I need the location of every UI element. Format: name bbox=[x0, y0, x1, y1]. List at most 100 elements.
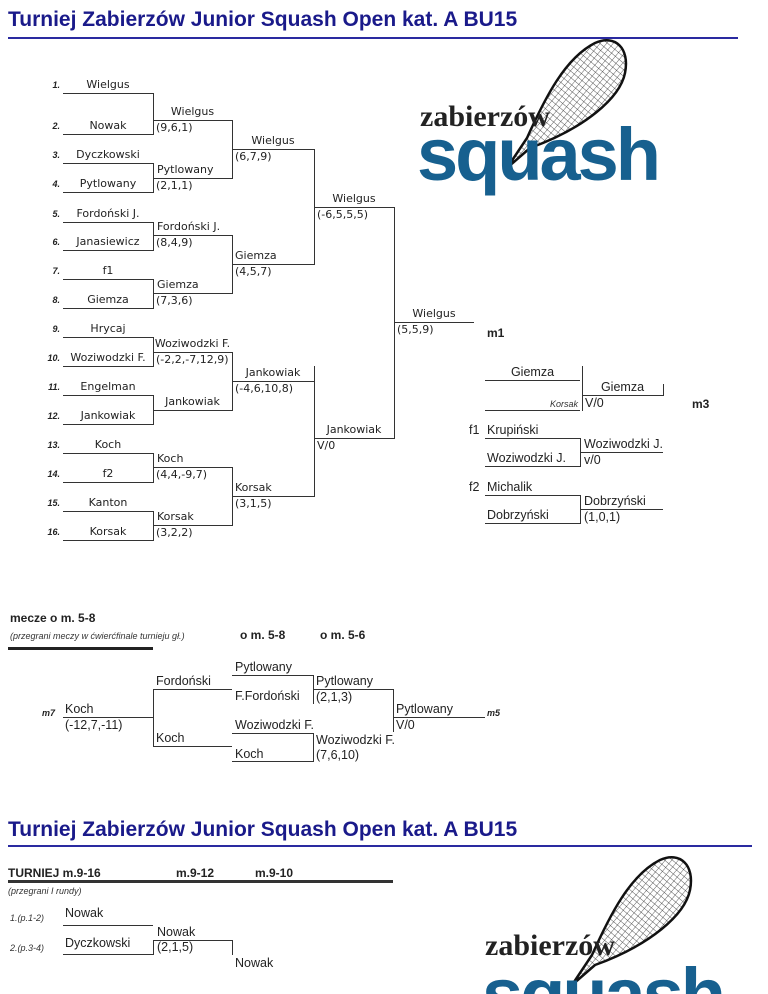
bracket-line bbox=[153, 352, 232, 354]
bracket-line bbox=[393, 689, 395, 732]
round3-score: (4,5,7) bbox=[235, 265, 272, 278]
champion-name: Wielgus bbox=[412, 307, 456, 320]
seed-player-name: Giemza bbox=[87, 293, 129, 306]
seed-number: 4. bbox=[52, 179, 60, 189]
third-place-top-name: Giemza bbox=[510, 365, 555, 379]
bracket-line bbox=[63, 222, 153, 224]
bracket-line bbox=[153, 222, 155, 251]
bracket-line bbox=[8, 647, 153, 650]
f2-label: f2 bbox=[469, 480, 480, 494]
bracket-line bbox=[63, 134, 153, 136]
seed-number: 10. bbox=[47, 353, 60, 363]
seed-number: 12. bbox=[47, 411, 60, 421]
section2-next: Nowak bbox=[235, 956, 274, 970]
section2-title: Turniej Zabierzów Junior Squash Open kat… bbox=[8, 818, 518, 841]
round2-score: (8,4,9) bbox=[156, 236, 193, 249]
places58-r2-name: Pytlowany bbox=[235, 660, 292, 674]
m7-label: m7 bbox=[42, 708, 56, 718]
seed-number: 15. bbox=[47, 498, 60, 508]
seed-number: 3. bbox=[52, 150, 60, 160]
bracket-line bbox=[153, 940, 232, 942]
places58-r2-name: Koch bbox=[235, 747, 264, 761]
logo-top-text: zabierzów bbox=[420, 100, 550, 133]
places58-col2: o m. 5-6 bbox=[320, 628, 366, 642]
semifinal-winner-name: Jankowiak bbox=[326, 423, 382, 436]
bracket-line bbox=[63, 717, 153, 719]
zabierzow-squash-logo: zabierzów squash bbox=[417, 39, 661, 196]
seed-player-name: f2 bbox=[102, 467, 114, 480]
seed-player-name: Engelman bbox=[80, 380, 136, 393]
places58-heading: mecze o m. 5-8 bbox=[10, 611, 96, 625]
final-score: (5,5,9) bbox=[397, 323, 434, 336]
bracket-line bbox=[232, 675, 313, 677]
round2-winner-name: Fordoński J. bbox=[157, 220, 221, 233]
section2-player: Nowak bbox=[65, 906, 104, 920]
f1-winner: Woziwodzki J. bbox=[584, 437, 663, 451]
seed-player-name: Kanton bbox=[88, 496, 128, 509]
bracket-line bbox=[485, 438, 580, 440]
bracket-line bbox=[153, 746, 232, 748]
bracket-line bbox=[580, 452, 663, 454]
bracket-line bbox=[580, 509, 663, 511]
section2-player: Dyczkowski bbox=[65, 936, 131, 950]
places58-subtitle: (przegrani meczy w ćwierćfinale turnieju… bbox=[10, 631, 185, 641]
place-label-m5: m5 bbox=[487, 708, 501, 718]
seed-player-name: f1 bbox=[102, 264, 114, 277]
bracket-line bbox=[314, 366, 316, 497]
bracket-line bbox=[313, 689, 393, 691]
bracket-line bbox=[485, 380, 580, 382]
section2-subtitle: (przegrani I rundy) bbox=[8, 886, 82, 896]
bracket-line bbox=[153, 120, 232, 122]
bracket-line bbox=[313, 733, 315, 762]
section2-col0: TURNIEJ m.9-16 bbox=[8, 866, 101, 880]
places58-r2-name: F.Fordoński bbox=[235, 689, 300, 703]
bracket-line bbox=[63, 482, 153, 484]
seed-player-name: Jankowiak bbox=[80, 409, 136, 422]
bracket-line bbox=[63, 424, 153, 426]
bracket-line bbox=[485, 523, 580, 525]
m5-score: V/0 bbox=[396, 718, 415, 732]
section2-col2: m.9-10 bbox=[255, 866, 294, 880]
bracket-line bbox=[232, 381, 314, 383]
bracket-line bbox=[63, 337, 153, 339]
bracket-line bbox=[153, 940, 155, 955]
m7-name: Koch bbox=[65, 702, 94, 716]
places58-semi-name: Koch bbox=[156, 731, 185, 745]
round3-winner-name: Korsak bbox=[235, 481, 272, 494]
racket-icon bbox=[570, 856, 693, 986]
place-label-m3: m3 bbox=[692, 397, 710, 411]
bracket-line bbox=[394, 322, 474, 324]
bracket-line bbox=[153, 689, 232, 691]
bracket-line bbox=[153, 467, 232, 469]
seed-player-name: Pytlowany bbox=[79, 177, 137, 190]
semifinal-score: (-6,5,5,5) bbox=[317, 208, 369, 221]
bracket-line bbox=[63, 279, 153, 281]
bracket-line bbox=[63, 192, 153, 194]
round2-score: (2,1,1) bbox=[156, 179, 193, 192]
f1-player-b: Woziwodzki J. bbox=[487, 451, 566, 465]
section2-score: (2,1,5) bbox=[157, 940, 194, 954]
bracket-line bbox=[153, 93, 155, 135]
places58-semi-name: Fordoński bbox=[156, 674, 211, 688]
bracket-line bbox=[485, 495, 580, 497]
section2-seed-label: 1.(p.1-2) bbox=[10, 913, 45, 923]
bracket-line bbox=[63, 93, 153, 95]
bracket-line bbox=[485, 466, 580, 468]
seed-number: 6. bbox=[52, 237, 60, 247]
round2-winner-name: Pytlowany bbox=[157, 163, 214, 176]
seed-number: 7. bbox=[52, 266, 60, 276]
bracket-line bbox=[153, 689, 155, 747]
seed-player-name: Woziwodzki F. bbox=[70, 351, 146, 364]
round2-score: (-2,2,-7,12,9) bbox=[156, 353, 229, 366]
bracket-line bbox=[153, 410, 232, 412]
bracket-line bbox=[663, 384, 665, 396]
racket-icon bbox=[505, 39, 628, 169]
seed-number: 5. bbox=[52, 209, 60, 219]
f1-score: v/0 bbox=[584, 453, 601, 467]
bracket-line bbox=[8, 845, 752, 847]
bracket-line bbox=[232, 761, 313, 763]
bracket-line bbox=[63, 395, 153, 397]
third-place-bottom-name: Korsak bbox=[549, 399, 578, 409]
bracket-line bbox=[63, 366, 153, 368]
